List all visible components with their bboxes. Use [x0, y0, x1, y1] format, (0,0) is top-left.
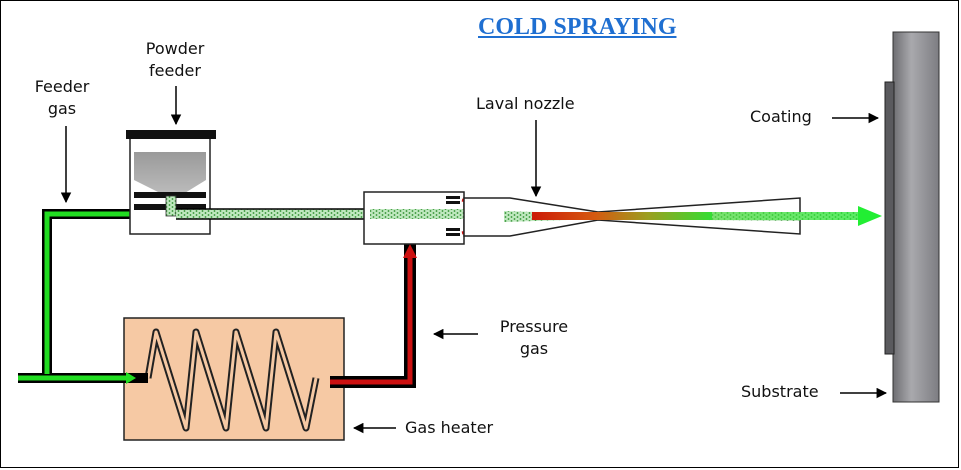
substrate [892, 31, 940, 403]
pressure-gas-label: Pressure gas [484, 316, 584, 360]
gas-heater-label: Gas heater [405, 418, 494, 437]
coating-label: Coating [750, 107, 812, 126]
powder-transport-line [176, 208, 368, 220]
diagram-title: COLD SPRAYING [478, 14, 677, 40]
powder-feeder-label-line2: feeder [149, 61, 201, 80]
powder-feeder-label-line1: Powder [145, 39, 205, 58]
powder-feeder [126, 130, 216, 235]
feeder-gas-label-line1: Feeder [34, 77, 90, 96]
pressure-gas-label-line1: Pressure [499, 317, 569, 336]
laval-nozzle-label: Laval nozzle [476, 94, 575, 113]
feeder-gas-label-line2: gas [47, 99, 77, 118]
callout-arrows [60, 86, 888, 434]
feeder-gas-label: Feeder gas [22, 76, 102, 120]
pressure-gas-label-line2: gas [519, 339, 549, 358]
feeder-gas-line [18, 208, 164, 384]
coating-layer [884, 81, 895, 355]
gas-heater [123, 317, 345, 441]
spray-plume [712, 206, 882, 226]
pressure-gas-line [330, 240, 417, 388]
substrate-label: Substrate [741, 382, 819, 401]
powder-feeder-label: Powder feeder [130, 38, 220, 82]
